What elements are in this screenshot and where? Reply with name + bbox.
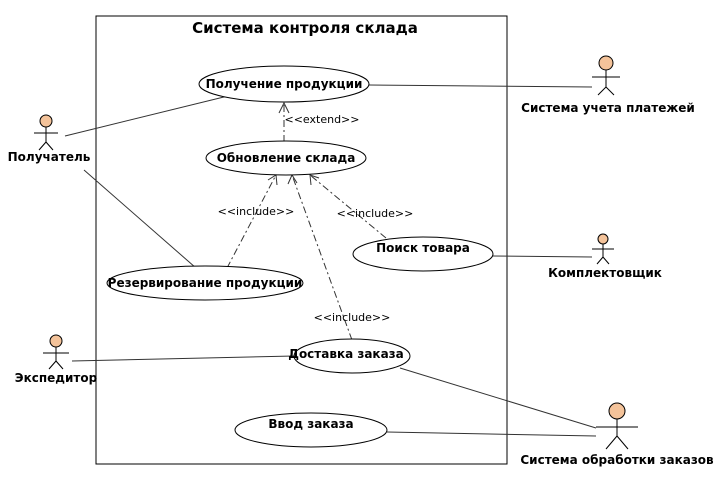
use-case-ellipse [293,338,411,374]
use-case-order-entry[interactable]: Ввод заказа [234,412,388,448]
use-case-ellipse [352,236,494,272]
assoc-delivery-orders [399,367,597,429]
use-case-delivery[interactable]: Доставка заказа [288,338,411,374]
use-case-update[interactable]: Обновление склада [205,140,367,176]
stick-figure-icon [592,233,614,265]
include-reserve-line [226,174,277,269]
include-search-line [309,174,387,239]
dependencies [226,101,387,341]
system-boundary [95,15,508,465]
actor-payments[interactable]: Система учета платежей [521,55,695,115]
include-delivery-line [291,174,353,341]
actor-order-processing[interactable]: Система обработки заказов [520,402,714,467]
actor-label: Система учета платежей [521,101,695,115]
stick-figure-icon [34,114,58,151]
stick-figure-icon [43,334,69,370]
include-reserve-stereotype: <<include>> [218,205,295,218]
use-case-label: Поиск товара [376,241,470,255]
assoc-recipient-reserve [83,169,197,269]
use-case-ellipse [234,412,388,448]
actor-label: Получатель [8,150,91,164]
actor-recipient[interactable]: Получатель [8,114,91,164]
include-search-stereotype: <<include>> [337,207,414,220]
use-case-receive[interactable]: Получение продукции [198,65,370,103]
use-case-label: Получение продукции [206,77,363,91]
actor-label: Комплектовщик [548,266,662,280]
extend-stereotype: <<extend>> [285,113,360,126]
use-case-reserve[interactable]: Резервирование продукции [106,265,304,301]
use-case-ellipse [198,65,370,103]
extend-arrowhead [278,101,290,114]
stick-figure-icon [592,55,620,96]
actor-label: Экспедитор [15,371,98,385]
use-case-label: Резервирование продукции [108,276,303,290]
include-search-arrowhead [309,174,320,186]
actor-forwarder[interactable]: Экспедитор [15,334,98,385]
use-case-search[interactable]: Поиск товара [352,236,494,272]
stick-figure-icon [596,402,638,450]
assoc-search-picker [491,255,593,258]
actor-label: Система обработки заказов [520,453,714,467]
include-reserve-arrowhead [267,174,278,186]
use-case-ellipse [205,140,367,176]
include-delivery-arrowhead [287,173,298,185]
system-title: Система контроля склада [192,19,418,37]
assoc-forwarder-delivery [71,355,295,362]
actor-picker[interactable]: Комплектовщик [548,233,662,280]
assoc-recipient-receive [64,94,233,137]
include-delivery-stereotype: <<include>> [314,311,391,324]
associations [64,84,597,437]
use-case-label: Доставка заказа [288,347,404,361]
assoc-orderentry-orders [386,431,597,437]
assoc-receive-payments [368,84,593,88]
use-case-label: Обновление склада [217,151,356,165]
use-case-label: Ввод заказа [268,417,353,431]
use-case-ellipse [106,265,304,301]
